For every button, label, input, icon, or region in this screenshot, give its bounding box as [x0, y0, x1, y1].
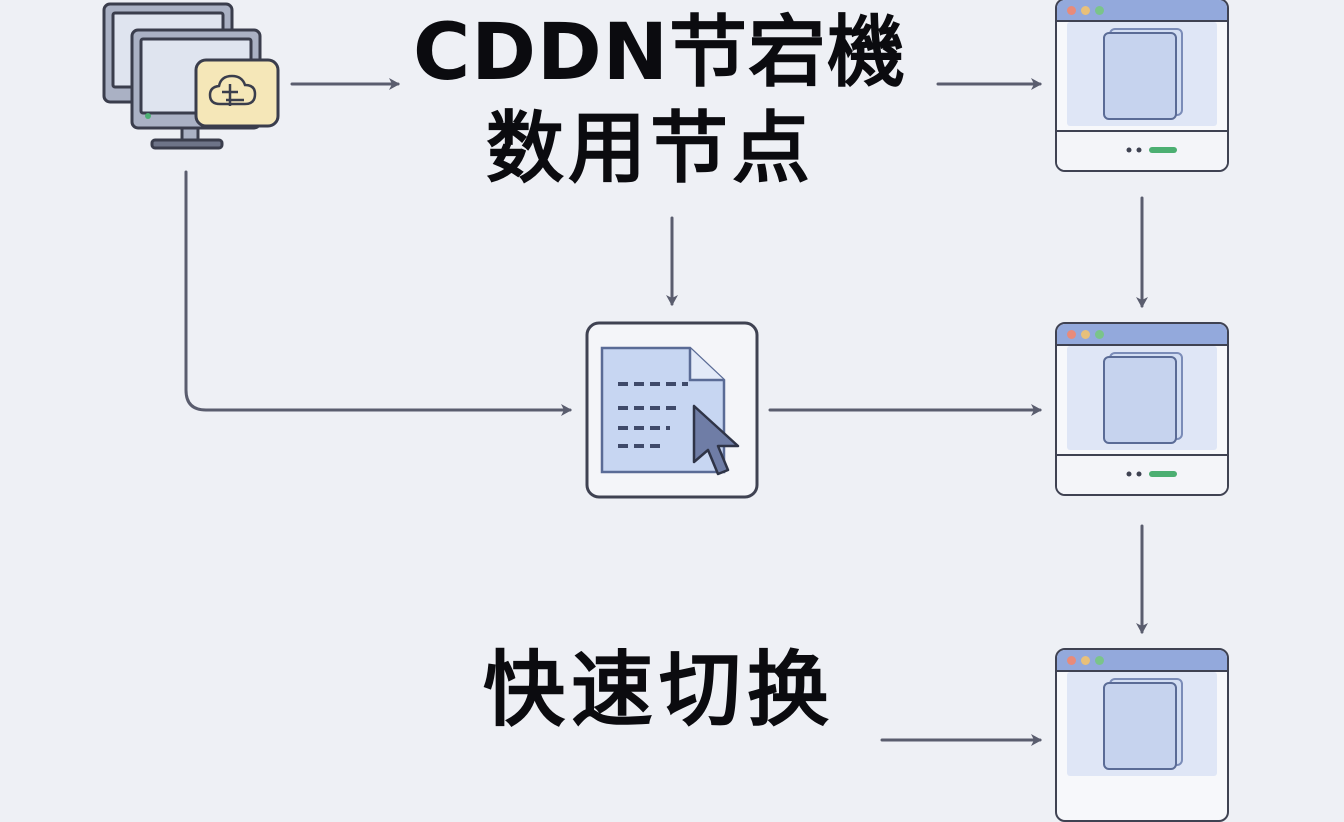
browser-window-icon-2 [1055, 322, 1229, 496]
document-icon [1103, 682, 1177, 770]
browser-window-icon-3 [1055, 648, 1229, 822]
document-cursor-icon[interactable] [0, 0, 1344, 750]
document-icon [1103, 356, 1177, 444]
cloud-badge [194, 58, 280, 128]
title-line2: 数用节点 [486, 104, 815, 194]
title-line1: CDDN节宕機 [413, 8, 907, 98]
browser-window-icon-1 [1055, 0, 1229, 172]
bottom-label: 快速切换 [483, 643, 836, 738]
arrow-monitor-to-document [184, 170, 572, 416]
dual-monitor-cloud-icon [102, 2, 280, 150]
document-icon [1103, 32, 1177, 120]
connector-arrows [184, 78, 1148, 746]
